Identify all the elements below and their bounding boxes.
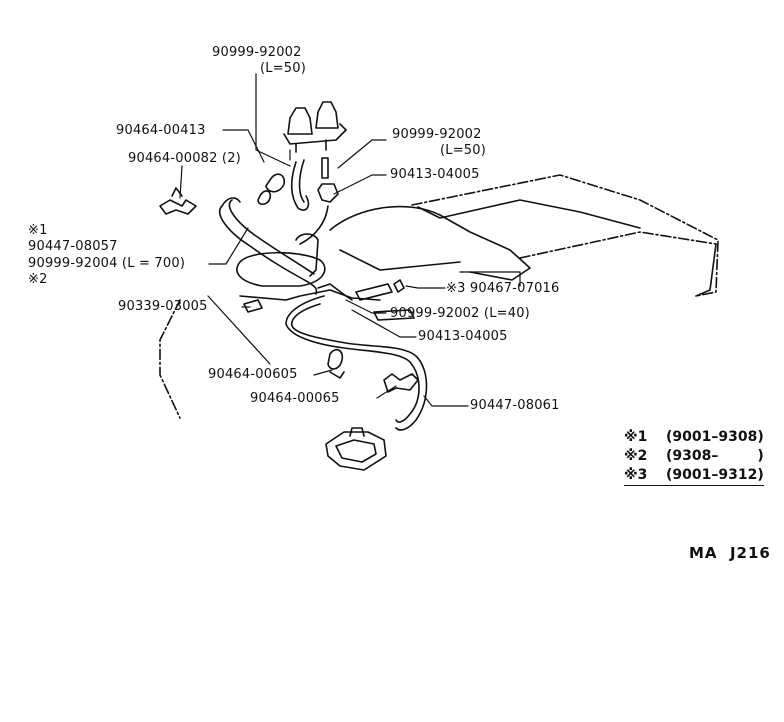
clamps bbox=[159, 173, 419, 393]
part-label-clamp-00065: 90464-00065 bbox=[250, 391, 340, 406]
part-label-hose-right-length: (L=50) bbox=[440, 143, 487, 158]
diagram-code: MA J216 bbox=[689, 544, 771, 562]
part-label-clamp-00605: 90464-00605 bbox=[208, 367, 298, 382]
legend-row-3: ※3 (9001–9312) bbox=[624, 466, 764, 486]
applicability-legend: ※1 (9001–9308) ※2 (9308– ) ※3 (9001–9312… bbox=[624, 428, 764, 486]
part-label-hose-92004: 90999-92004 (L = 700) bbox=[28, 256, 186, 271]
leader-lines bbox=[179, 73, 521, 407]
part-label-note-2: ※2 bbox=[28, 272, 48, 287]
part-label-joint-lower: 90413-04005 bbox=[418, 329, 508, 344]
part-label-valve-07016: ※3 90467-07016 bbox=[446, 281, 560, 296]
vsv-assembly bbox=[283, 101, 347, 153]
part-label-hose-08057: 90447-08057 bbox=[28, 239, 118, 254]
part-label-joint-upper: 90413-04005 bbox=[390, 167, 480, 182]
part-label-hose-right: 90999-92002 bbox=[392, 127, 482, 142]
part-label-hose-l40: 90999-92002 (L=40) bbox=[390, 306, 530, 321]
engine-block bbox=[236, 199, 717, 301]
part-label-vsv-hose-upper: 90999-92002 bbox=[212, 45, 302, 60]
part-label-clamp-00082: 90464-00082 (2) bbox=[128, 151, 241, 166]
legend-row-2: ※2 (9308– ) bbox=[624, 448, 764, 464]
part-label-vsv-hose-upper-length: (L=50) bbox=[260, 61, 307, 76]
part-label-clip-03005: 90339-03005 bbox=[118, 299, 208, 314]
engine-outline bbox=[159, 174, 719, 419]
part-label-clamp-00413: 90464-00413 bbox=[116, 123, 206, 138]
hoses bbox=[219, 157, 428, 431]
part-label-note-1: ※1 bbox=[28, 223, 48, 238]
part-label-hose-08061: 90447-08061 bbox=[470, 398, 560, 413]
vacuum-valve bbox=[325, 427, 387, 471]
legend-row-1: ※1 (9001–9308) bbox=[624, 429, 764, 445]
